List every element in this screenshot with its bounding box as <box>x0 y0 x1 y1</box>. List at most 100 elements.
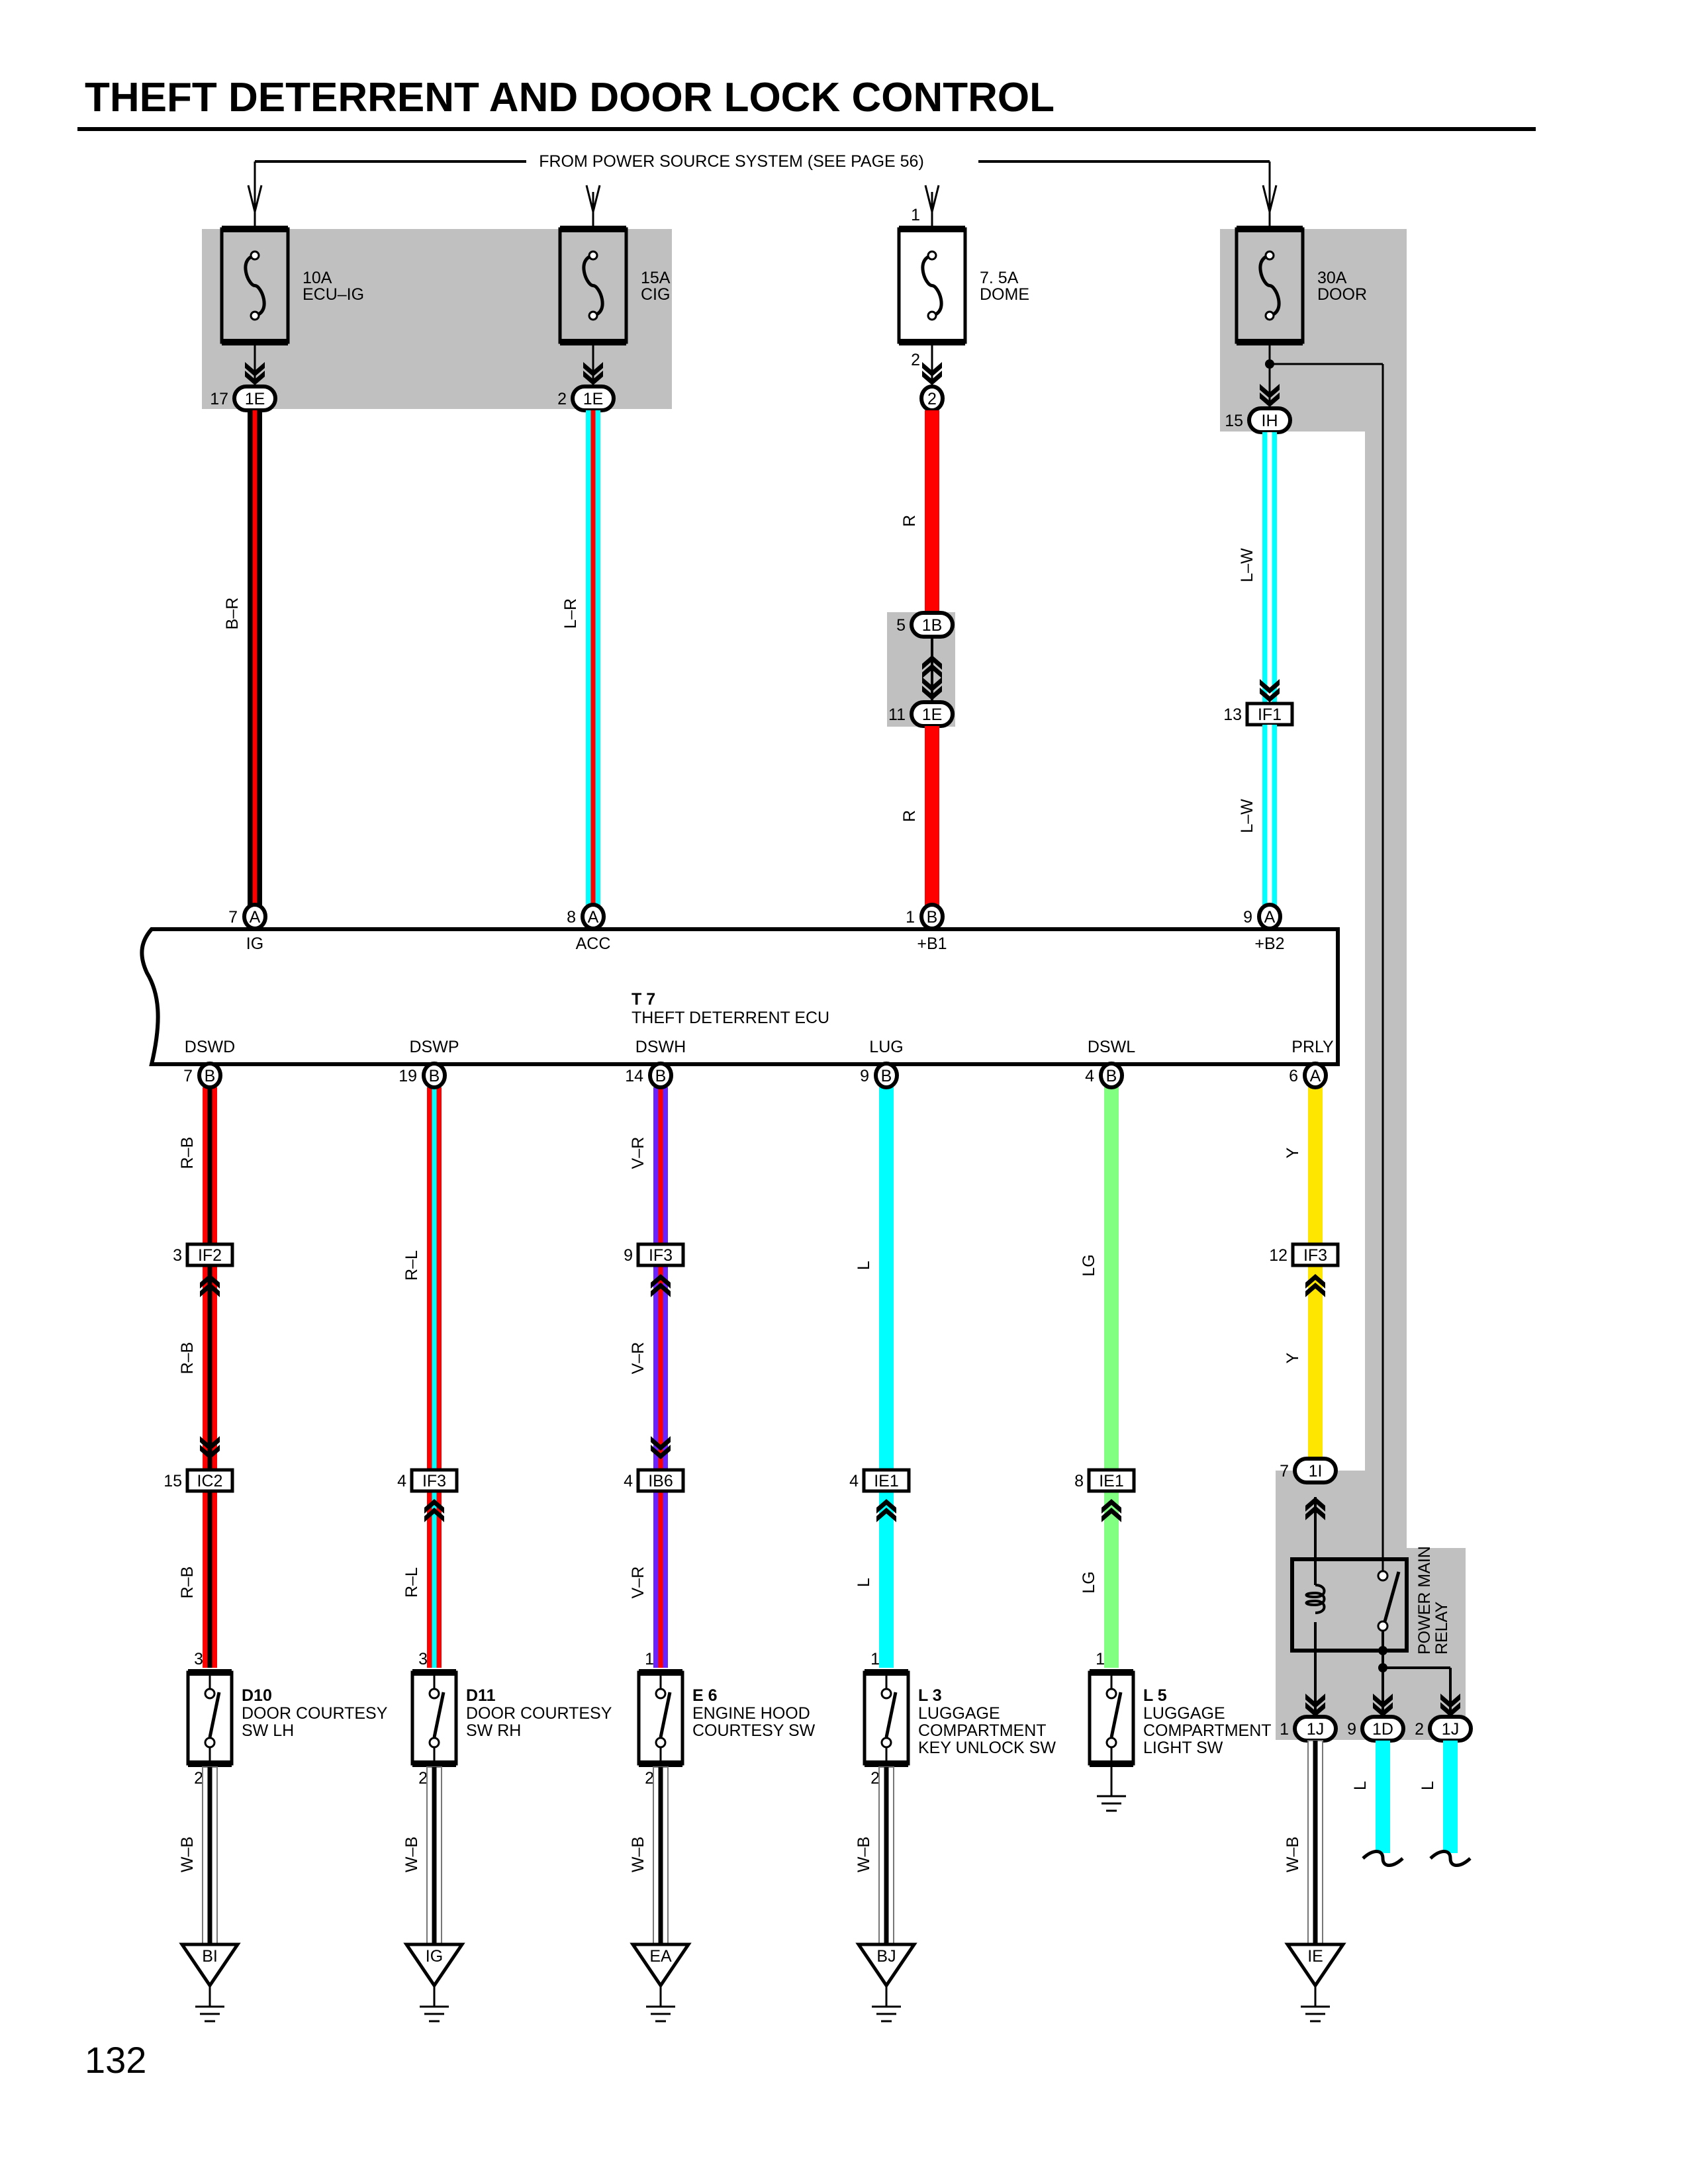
ground-id: BI <box>202 1947 218 1966</box>
switch-blade-icon <box>659 1692 672 1738</box>
fuse-rating: 30A <box>1317 269 1347 287</box>
wire-LG <box>1104 1491 1119 1668</box>
connector-arrow-down-icon <box>200 1436 220 1459</box>
connector-pin: 19 <box>399 1067 417 1085</box>
page-title: THEFT DETERRENT AND DOOR LOCK CONTROL <box>85 75 1055 120</box>
switch-pin: 2 <box>870 1769 880 1788</box>
ground-point-icon <box>179 1942 241 1989</box>
fuse-terminal <box>1264 310 1275 321</box>
connector-pin: 4 <box>849 1472 859 1490</box>
connector-arrow-down-icon <box>922 362 942 385</box>
connector-id: B <box>927 908 938 927</box>
wire-L <box>879 1087 894 1470</box>
wire-strand <box>1104 1491 1119 1668</box>
ecu-terminal-label: PRLY <box>1291 1038 1334 1056</box>
wire-Y <box>1308 1265 1323 1459</box>
fuse-terminal <box>588 250 598 261</box>
wire-R–B <box>203 1087 217 1244</box>
switch-contact <box>204 1737 216 1749</box>
wire-strand <box>658 1087 663 1244</box>
connector-pin: 9 <box>860 1067 869 1085</box>
component-name: DOOR COURTESY <box>466 1704 612 1723</box>
ecu-terminal-label: ACC <box>576 934 611 953</box>
wire-color-label: R–B <box>178 1342 197 1375</box>
switch-pin: 2 <box>418 1769 428 1788</box>
switch-pin: 2 <box>645 1769 654 1788</box>
wire-color-label: LG <box>1080 1571 1098 1593</box>
wire-continues-icon <box>1362 1850 1404 1867</box>
connector-pin: 9 <box>1347 1720 1356 1739</box>
wire-L–R <box>586 410 600 905</box>
connector-pin: 9 <box>1243 908 1252 927</box>
connector-arrow-up-icon <box>651 1274 671 1297</box>
connector-id: B <box>1106 1067 1117 1085</box>
fuse-terminal <box>927 250 937 261</box>
connector-id: A <box>1264 908 1276 927</box>
fuse-pin: 1 <box>911 206 920 224</box>
wire-color-label: R <box>900 810 919 822</box>
fuse-name: DOME <box>980 285 1029 304</box>
wire-color-label: R–B <box>178 1567 197 1599</box>
inline-connector <box>1291 1242 1340 1267</box>
wire-color-label: V–R <box>629 1342 647 1375</box>
switch-contact <box>655 1688 667 1700</box>
wire-strand <box>590 410 596 905</box>
connector-pin: 9 <box>624 1246 633 1265</box>
wire-color-label: W–B <box>178 1837 197 1872</box>
wire-strand <box>1313 1741 1318 1944</box>
wire-R–B <box>203 1491 217 1668</box>
component-name: COURTESY SW <box>692 1721 816 1740</box>
component-name: LUGGAGE <box>918 1704 1000 1723</box>
shaded-area <box>1365 432 1407 1472</box>
relay-contact <box>1377 1620 1389 1632</box>
connector-id: B <box>429 1067 440 1085</box>
wire-strand <box>1443 1741 1458 1853</box>
wire-strand <box>1104 1087 1119 1470</box>
ground-point-icon <box>630 1942 692 1989</box>
wire-B–R <box>248 410 262 905</box>
component-name: KEY UNLOCK SW <box>918 1739 1056 1757</box>
wire-W–B <box>426 1766 442 1945</box>
wire-color-label: L–W <box>1238 548 1256 582</box>
component-name: SW LH <box>242 1721 294 1740</box>
ecu-name: THEFT DETERRENT ECU <box>632 1009 829 1027</box>
ground-id: IE <box>1307 1947 1323 1966</box>
fuse-terminal <box>1264 250 1275 261</box>
switch-pin: 3 <box>194 1650 203 1668</box>
wire-strand <box>432 1087 437 1470</box>
connector-pin: 8 <box>567 908 576 927</box>
ecu-terminal-label: DSWP <box>410 1038 459 1056</box>
component-name: DOOR COURTESY <box>242 1704 388 1723</box>
wire-Y <box>1308 1087 1323 1244</box>
wire-color-label: W–B <box>855 1837 873 1872</box>
inline-connector <box>636 1468 685 1493</box>
connector-pin: 4 <box>1085 1067 1094 1085</box>
circuits: FROM POWER SOURCE SYSTEM (SEE PAGE 56)10… <box>140 152 1473 2023</box>
connector-id: 1J <box>1442 1720 1459 1739</box>
fuse-terminal <box>588 310 598 321</box>
wire-strand <box>1267 432 1272 704</box>
component-code: E 6 <box>692 1686 718 1705</box>
connector-arrow-down-icon <box>1260 384 1280 407</box>
wire-color-label: L <box>1351 1781 1370 1790</box>
switch-contact <box>655 1737 667 1749</box>
connector-pin: 14 <box>625 1067 643 1085</box>
wire-color-label: B–R <box>223 598 242 630</box>
relay-name: RELAY <box>1432 1602 1451 1655</box>
switch-blade-icon <box>884 1692 898 1738</box>
switch-blade-icon <box>208 1692 221 1738</box>
wire-W–B <box>1307 1740 1323 1945</box>
wire-R–L <box>427 1491 442 1668</box>
fuse-rating: 7. 5A <box>980 269 1019 287</box>
connector-id: A <box>1310 1067 1321 1085</box>
ground-point-icon <box>403 1942 465 1989</box>
arrow-down-icon <box>924 185 940 212</box>
ground-point-icon <box>1284 1942 1346 1989</box>
fuse-rating: 10A <box>303 269 332 287</box>
wire-color-label: L <box>855 1578 873 1587</box>
wire-W–B <box>878 1766 894 1945</box>
wire-R <box>925 726 939 905</box>
component-name: LUGGAGE <box>1143 1704 1225 1723</box>
connector-arrow-down-icon <box>651 1436 671 1459</box>
switch-pin: 1 <box>645 1650 654 1668</box>
